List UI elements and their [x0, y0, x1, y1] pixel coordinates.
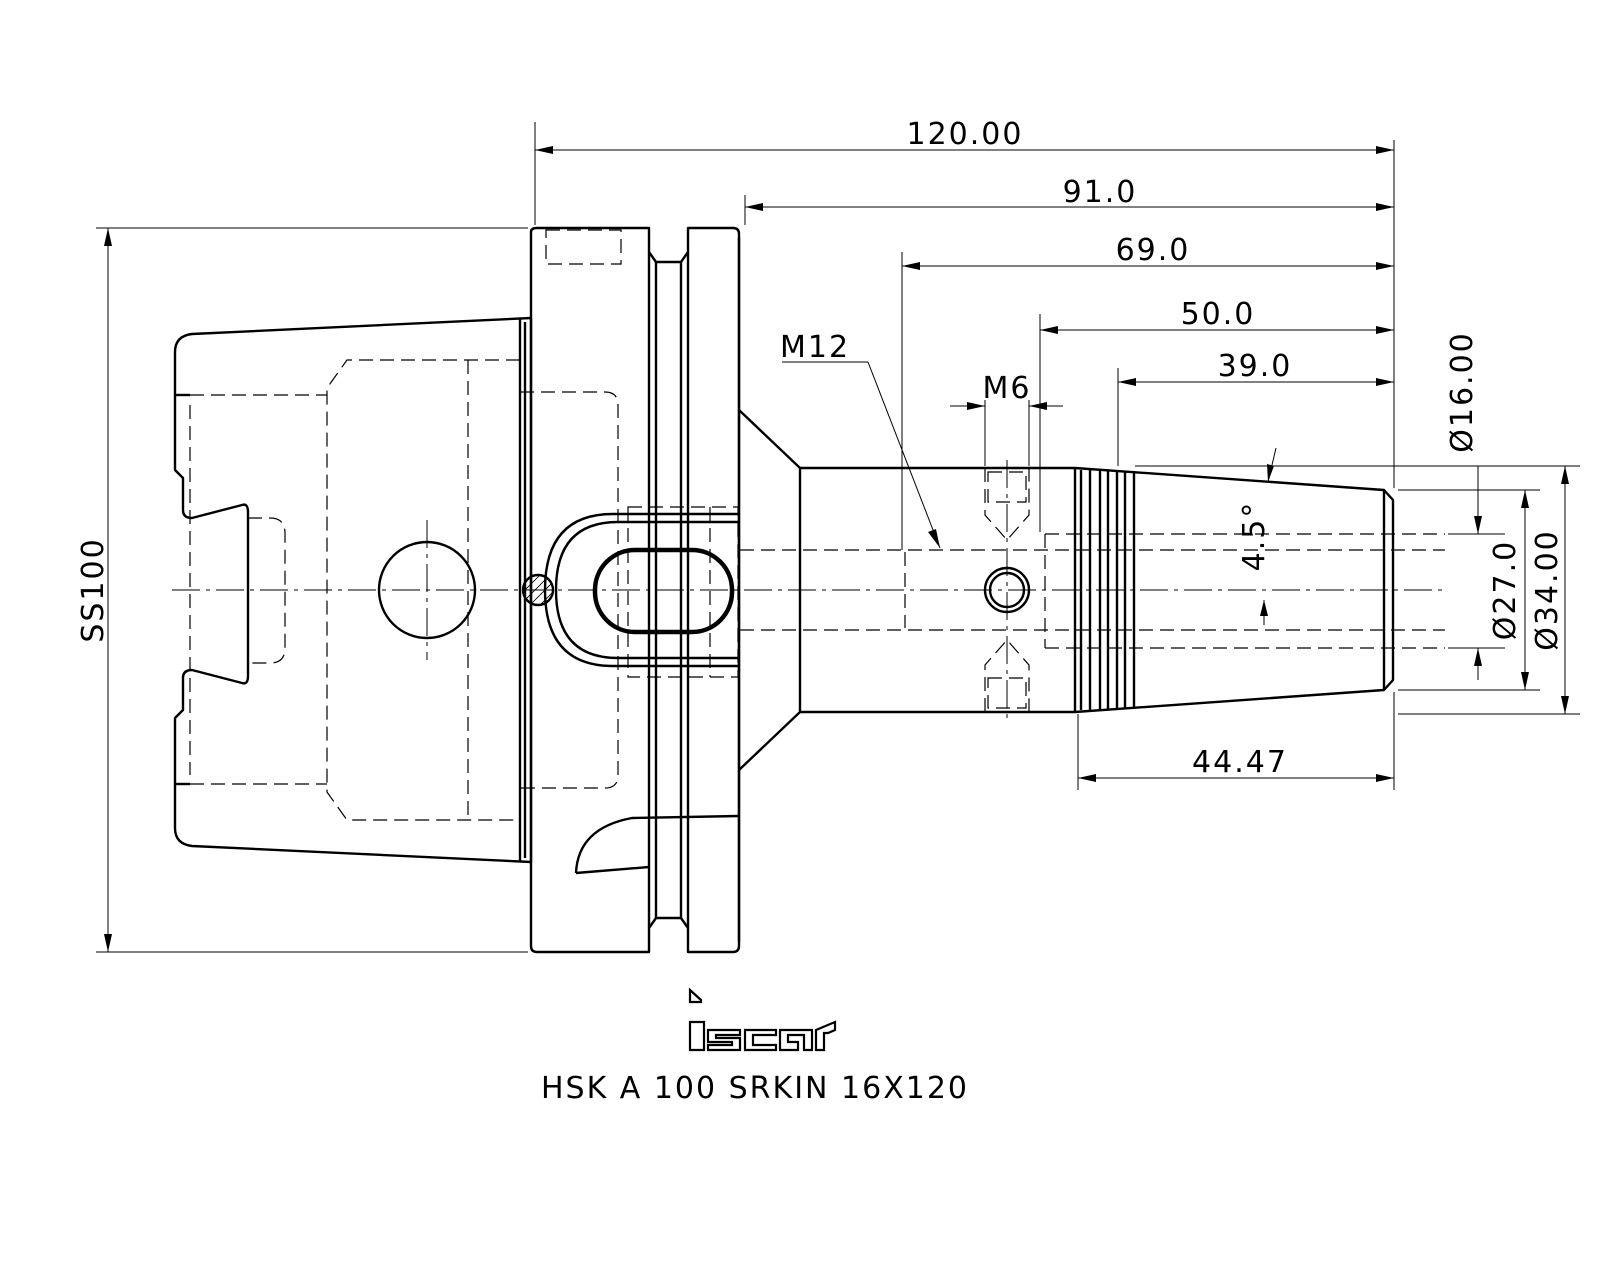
dim-overall-length: 120.00: [907, 117, 1024, 152]
hsk-shank: [173, 316, 619, 864]
dim-length-91: 91.0: [1063, 175, 1138, 210]
part-name: HSK A 100 SRKIN 16X120: [541, 1071, 969, 1106]
dim-taper-length: 44.47: [1192, 745, 1288, 780]
dim-thread-m12: M12: [780, 330, 850, 365]
dim-nose-diameter: Ø27.0: [1488, 540, 1523, 640]
dim-length-50: 50.0: [1181, 297, 1256, 332]
dim-thread-m6: M6: [983, 371, 1032, 406]
dim-length-69: 69.0: [1116, 233, 1191, 268]
dimension-labels: 120.00 91.0 69.0 50.0 39.0 M12 M6 44.47 …: [76, 117, 1565, 780]
iscar-logo: [688, 987, 837, 1052]
dim-bore-diameter: Ø16.00: [1445, 331, 1480, 453]
flange: [529, 226, 741, 954]
dim-body-diameter: Ø34.00: [1530, 529, 1565, 651]
dimension-lines: [96, 122, 1580, 953]
center-lines: [172, 460, 1445, 720]
shank-body: [738, 409, 1445, 771]
dim-taper-angle: 4.5°: [1237, 501, 1272, 572]
dim-length-39: 39.0: [1218, 349, 1293, 384]
dim-shank-size: SS100: [76, 537, 111, 642]
